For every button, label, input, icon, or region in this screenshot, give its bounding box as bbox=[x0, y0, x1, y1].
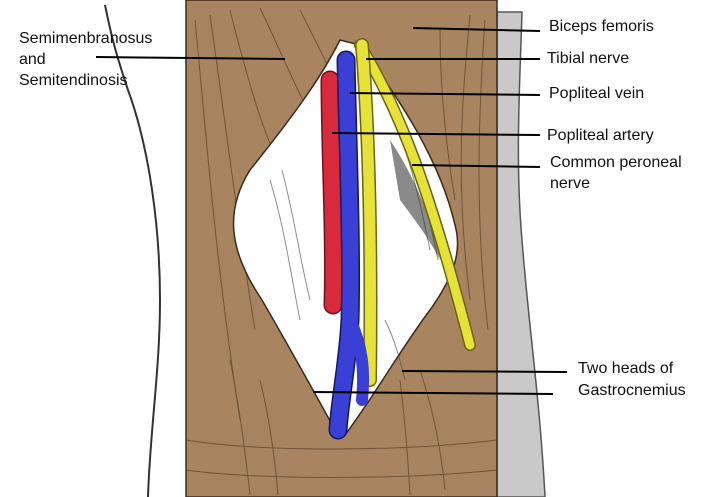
label-common-peroneal-line1: Common peroneal bbox=[550, 154, 682, 171]
leg-shading-right bbox=[496, 11, 546, 497]
label-semimembranosus-line1: Semimenbranosus bbox=[19, 30, 153, 47]
leader-line-semimembranosus bbox=[95, 56, 286, 60]
tibial-nerve bbox=[356, 39, 377, 386]
label-semimembranosus-line2: and bbox=[19, 51, 46, 68]
label-semimembranosus-line3: Semitendinosis bbox=[19, 72, 128, 89]
label-two-heads-line2: Gastrocnemius bbox=[578, 382, 686, 399]
label-popliteal-vein: Popliteal vein bbox=[549, 85, 645, 102]
leader-line-popliteal-vein bbox=[349, 92, 541, 96]
label-two-heads-line1: Two heads of bbox=[578, 360, 674, 377]
leader-line-gastrocnemius-1 bbox=[401, 370, 568, 373]
common-peroneal-nerve bbox=[355, 40, 475, 350]
leader-line-gastrocnemius-2 bbox=[312, 391, 554, 395]
leader-line-popliteal-artery bbox=[331, 132, 541, 136]
popliteal-vein bbox=[330, 52, 359, 438]
fossa-dark-shadow bbox=[390, 140, 440, 260]
muscle-striations bbox=[185, 7, 498, 496]
popliteal-artery bbox=[322, 72, 342, 313]
leader-line-common-peroneal bbox=[411, 164, 541, 168]
leader-line-biceps-femoris bbox=[412, 27, 541, 32]
popliteal-vein-branch bbox=[344, 314, 370, 406]
label-popliteal-artery: Popliteal artery bbox=[547, 127, 654, 144]
label-biceps-femoris: Biceps femoris bbox=[549, 18, 654, 35]
thigh-outline-left bbox=[104, 4, 162, 497]
leader-lines bbox=[95, 27, 568, 395]
label-common-peroneal-line2: nerve bbox=[550, 175, 591, 192]
label-tibial-nerve: Tibial nerve bbox=[547, 50, 630, 67]
